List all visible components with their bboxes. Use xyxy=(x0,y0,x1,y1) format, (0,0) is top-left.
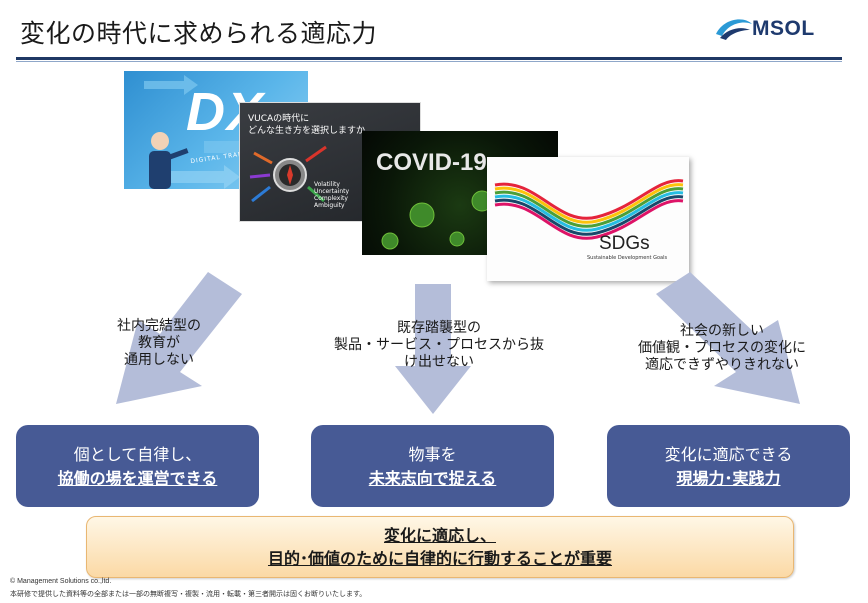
page-title: 変化の時代に求められる適応力 xyxy=(20,19,378,48)
vuca-line1: VUCAの時代に xyxy=(248,114,310,124)
conclusion-line2: 目的･価値のために自律的に行動することが重要 xyxy=(267,549,612,568)
caption-line: け出せない xyxy=(404,354,474,370)
vuca-item: Ambiguity xyxy=(314,202,345,209)
capability-box-practice: 変化に適応できる 現場力･実践力 xyxy=(607,425,850,507)
capability-box-future: 物事を 未来志向で捉える xyxy=(311,425,554,507)
header-rule xyxy=(16,57,842,60)
caption-line: 通用しない xyxy=(124,352,194,368)
caption-center: 既存踏襲型の 製品・サービス・プロセスから抜 け出せない xyxy=(326,320,552,371)
vuca-line2: どんな生き方を選択しますか xyxy=(248,126,366,136)
compass-icon xyxy=(249,145,327,203)
caption-right: 社会の新しい 価値観・プロセスの変化に 適応できずやりきれない xyxy=(624,323,820,374)
caption-line: 適応できずやりきれない xyxy=(645,357,799,373)
pill-line: 変化に適応できる xyxy=(664,445,793,464)
logo-swoosh-icon xyxy=(716,19,752,40)
pill-line: 個として自律し、 xyxy=(73,445,202,464)
copyright: © Management Solutions co.,ltd. xyxy=(10,578,112,585)
capability-box-autonomy: 個として自律し、 協働の場を運営できる xyxy=(16,425,259,507)
sdgs-image: SDGs Sustainable Development Goals xyxy=(487,157,689,281)
pill-emphasis: 協働の場を運営できる xyxy=(57,469,218,488)
sdg-subtitle: Sustainable Development Goals xyxy=(587,255,668,261)
pill-line: 物事を xyxy=(408,445,457,464)
caption-line: 価値観・プロセスの変化に xyxy=(638,340,806,356)
covid-text: COVID-19 xyxy=(376,149,487,176)
arrow-center-icon xyxy=(395,284,471,414)
arrow-left-icon xyxy=(116,272,242,404)
arrow-right-icon xyxy=(656,272,800,404)
conclusion-line1: 変化に適応し、 xyxy=(383,526,496,545)
pill-emphasis: 現場力･実践力 xyxy=(676,469,781,488)
sdg-title: SDGs xyxy=(599,233,650,254)
caption-line: 既存踏襲型の xyxy=(397,320,481,336)
vuca-item: Volatility xyxy=(314,181,340,188)
company-logo: MSOL xyxy=(714,16,844,42)
sdg-ribbon-icon xyxy=(494,179,684,240)
caption-line: 社内完結型の xyxy=(117,318,201,334)
caption-left: 社内完結型の 教育が 通用しない xyxy=(94,318,224,369)
vuca-list: Volatility Uncertainty Complexity Ambigu… xyxy=(314,181,349,209)
header-rule-thin xyxy=(16,61,842,62)
vuca-item: Uncertainty xyxy=(314,188,350,195)
conclusion-banner: 変化に適応し、 目的･価値のために自律的に行動することが重要 xyxy=(86,516,794,578)
usage-notice: 本研修で提供した資料等の全部または一部の無断複写・複製・流用・転載・第三者開示は… xyxy=(10,590,367,598)
pill-emphasis: 未来志向で捉える xyxy=(368,469,497,488)
logo-text: MSOL xyxy=(752,17,815,40)
caption-line: 教育が xyxy=(138,335,180,351)
caption-line: 製品・サービス・プロセスから抜 xyxy=(334,337,544,353)
caption-line: 社会の新しい xyxy=(680,323,764,339)
vuca-item: Complexity xyxy=(314,195,348,202)
